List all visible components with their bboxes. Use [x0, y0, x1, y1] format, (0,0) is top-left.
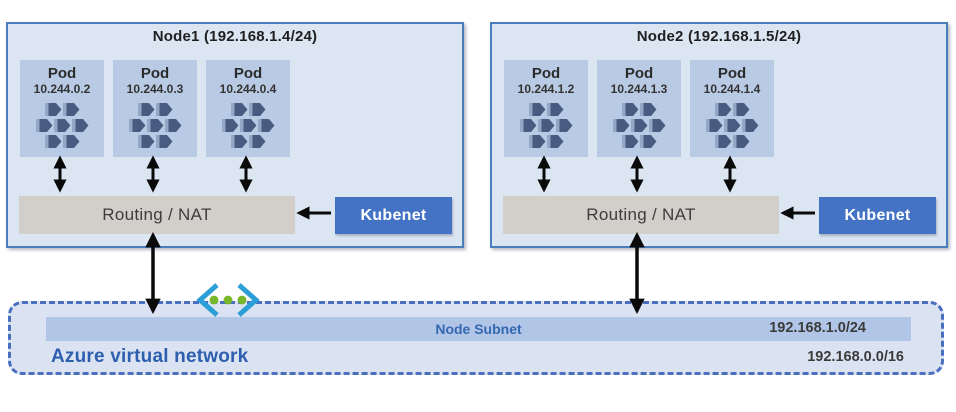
containers-icon: [703, 103, 761, 148]
pod-label: Pod: [233, 65, 263, 82]
pod-box: Pod 10.244.1.3: [597, 60, 681, 157]
azure-vnet-box: Node Subnet 192.168.1.0/24 192.168.0.0/1…: [8, 301, 944, 375]
vnet-label: Azure virtual network: [51, 346, 249, 367]
node1-box: Node1 (192.168.1.4/24) Pod 10.244.0.2 Po…: [6, 22, 464, 248]
pod-ip: 10.244.1.4: [703, 82, 761, 96]
pod-box: Pod 10.244.0.4: [206, 60, 290, 157]
pod-ip: 10.244.0.3: [126, 82, 184, 96]
pod-label: Pod: [717, 65, 747, 82]
containers-icon: [219, 103, 277, 148]
containers-icon: [126, 103, 184, 148]
node-subnet-bar: Node Subnet 192.168.1.0/24: [46, 317, 911, 341]
containers-icon: [33, 103, 91, 148]
pod-ip: 10.244.0.4: [219, 82, 277, 96]
kubenet-box: Kubenet: [335, 197, 452, 234]
containers-icon: [610, 103, 668, 148]
containers-icon: [517, 103, 575, 148]
routing-nat-label: Routing / NAT: [586, 205, 696, 224]
kubenet-label: Kubenet: [844, 206, 911, 224]
vnet-cidr: 192.168.0.0/16: [807, 349, 904, 365]
pod-box: Pod 10.244.1.4: [690, 60, 774, 157]
pod-box: Pod 10.244.1.2: [504, 60, 588, 157]
node1-title: Node1 (192.168.1.4/24): [152, 28, 318, 45]
routing-nat-box: Routing / NAT: [503, 196, 779, 234]
pod-box: Pod 10.244.0.2: [20, 60, 104, 157]
pod-label: Pod: [140, 65, 170, 82]
pod-label: Pod: [531, 65, 561, 82]
pod-ip: 10.244.1.2: [517, 82, 575, 96]
node-subnet-cidr: 192.168.1.0/24: [769, 320, 866, 336]
pod-label: Pod: [47, 65, 77, 82]
pod-box: Pod 10.244.0.3: [113, 60, 197, 157]
pod-ip: 10.244.0.2: [33, 82, 91, 96]
node2-box: Node2 (192.168.1.5/24) Pod 10.244.1.2 Po…: [490, 22, 948, 248]
node2-title: Node2 (192.168.1.5/24): [636, 28, 802, 45]
routing-nat-label: Routing / NAT: [102, 205, 212, 224]
routing-nat-box: Routing / NAT: [19, 196, 295, 234]
kubenet-box: Kubenet: [819, 197, 936, 234]
kubenet-label: Kubenet: [360, 206, 427, 224]
pod-ip: 10.244.1.3: [610, 82, 668, 96]
pod-label: Pod: [624, 65, 654, 82]
node-subnet-label: Node Subnet: [435, 321, 522, 337]
